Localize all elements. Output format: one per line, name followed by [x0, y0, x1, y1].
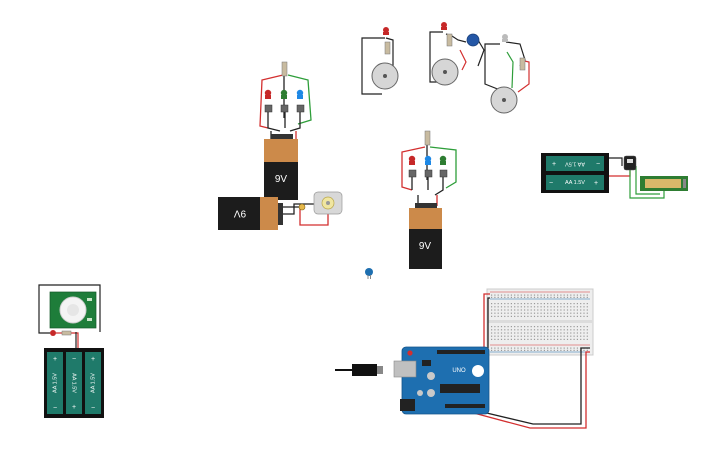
circuit-leds-buttons-b[interactable]: 9V: [401, 130, 457, 269]
pushbutton[interactable]: [439, 169, 448, 178]
ceramic-capacitor[interactable]: [365, 268, 373, 279]
breadboard[interactable]: [486, 288, 594, 356]
pack-minus-sign: −: [549, 180, 553, 187]
circuit-motor[interactable]: 9V: [218, 191, 343, 230]
usb-cable[interactable]: [335, 364, 383, 376]
pushbutton[interactable]: [264, 104, 273, 113]
battery-pack-3aa[interactable]: AA 1.5V AA 1.5V AA 1.5V + + + − − −: [44, 348, 104, 418]
piezo-buzzer[interactable]: [431, 58, 459, 86]
led-green[interactable]: [439, 155, 447, 165]
pack-plus-sign: +: [91, 356, 95, 363]
potentiometer[interactable]: [466, 33, 480, 47]
pir-sensor[interactable]: [49, 291, 97, 329]
battery-9v[interactable]: 9V: [264, 134, 298, 200]
led-red[interactable]: [383, 27, 389, 35]
led-gray[interactable]: [502, 34, 508, 42]
circuit-arduino-breadboard[interactable]: UNO: [335, 288, 594, 429]
pushbutton[interactable]: [296, 104, 305, 113]
pack-minus-sign: −: [53, 405, 57, 412]
battery-9v-label: 9V: [419, 241, 432, 252]
pack-cell-label: AA 1.5V: [71, 373, 77, 393]
pack-cell-label: AA 1.5V: [52, 373, 58, 393]
resistor[interactable]: [281, 61, 288, 77]
wires: [361, 37, 394, 95]
battery-9v-rotated[interactable]: 9V: [218, 197, 283, 230]
pack-plus-sign: +: [552, 161, 556, 168]
piezo-buzzer[interactable]: [490, 86, 518, 114]
circuit-aa-pack-2[interactable]: AA 1.5V AA 1.5V + + − −: [541, 153, 688, 199]
circuit-pir[interactable]: AA 1.5V AA 1.5V AA 1.5V + + + − − −: [38, 284, 104, 418]
resistor[interactable]: [519, 57, 526, 71]
switch-handle[interactable]: [627, 159, 633, 163]
wires: [609, 157, 665, 199]
pack-minus-sign: −: [72, 356, 76, 363]
pack-plus-sign: +: [72, 404, 76, 411]
resistor[interactable]: [61, 330, 72, 336]
led-red[interactable]: [264, 89, 272, 99]
wires: [38, 284, 101, 348]
led-blue[interactable]: [296, 89, 304, 99]
pushbutton[interactable]: [280, 104, 289, 113]
pack-plus-sign: +: [594, 180, 598, 187]
battery-9v[interactable]: 9V: [409, 203, 442, 269]
resistor[interactable]: [424, 130, 431, 146]
arduino-brand-label: UNO: [452, 368, 466, 374]
pack-cell-label: AA 1.5V: [90, 373, 96, 393]
circuit-buzzer-1[interactable]: [361, 27, 399, 95]
led-blue[interactable]: [424, 155, 432, 165]
circuit-buzzer-3[interactable]: [484, 34, 530, 114]
wires: [283, 203, 329, 226]
reset-button[interactable]: [407, 350, 413, 356]
lcd-module[interactable]: [640, 176, 688, 191]
pack-minus-sign: −: [596, 161, 600, 168]
resistor[interactable]: [384, 41, 391, 55]
pack-minus-sign: −: [91, 405, 95, 412]
battery-pack-2aa[interactable]: AA 1.5V AA 1.5V + + − −: [541, 153, 609, 193]
pack-cell-label: AA 1.5V: [565, 161, 585, 167]
led-red[interactable]: [50, 330, 56, 336]
circuit-leds-buttons-a[interactable]: 9V: [259, 61, 312, 200]
potentiometer[interactable]: [298, 203, 306, 211]
pack-plus-sign: +: [53, 356, 57, 363]
led-green[interactable]: [280, 89, 288, 99]
arduino-uno[interactable]: UNO: [393, 346, 490, 415]
circuit-buzzer-2[interactable]: [429, 22, 485, 86]
battery-9v-rotated-label: 9V: [234, 207, 247, 218]
piezo-buzzer[interactable]: [371, 62, 399, 90]
pack-cell-label: AA 1.5V: [565, 180, 585, 186]
pushbutton[interactable]: [424, 169, 433, 178]
battery-9v-label: 9V: [275, 174, 288, 185]
led-red[interactable]: [408, 155, 416, 165]
dc-motor[interactable]: [313, 191, 343, 215]
breadboard-holes: [491, 294, 588, 351]
led-red[interactable]: [441, 22, 447, 30]
resistor[interactable]: [446, 33, 453, 47]
pushbutton[interactable]: [408, 169, 417, 178]
